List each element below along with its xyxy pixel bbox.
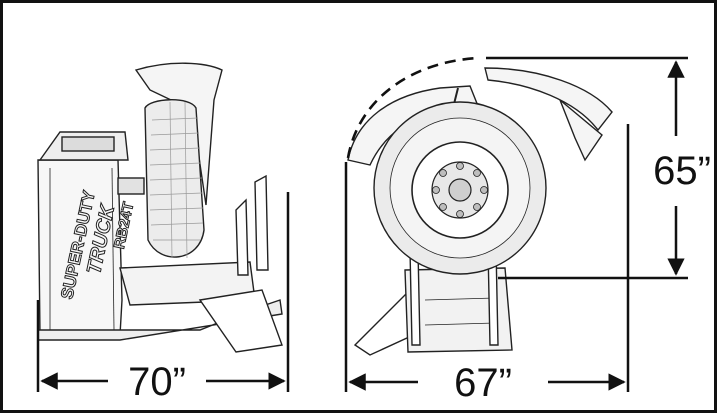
front-hood-open-arc: [346, 56, 479, 159]
side-hood: [134, 62, 223, 206]
side-ramp: [198, 289, 283, 353]
side-lift-arm-1: [235, 198, 249, 276]
front-hood-right: [484, 67, 613, 132]
side-view-machine: SUPER-DUTY TRUCK RB24T: [37, 62, 283, 353]
side-tyre-tread: [149, 101, 204, 259]
side-tyre: [144, 99, 205, 258]
front-hood-rear: [559, 99, 603, 162]
diagram-canvas: SUPER-DUTY TRUCK RB24T 70”: [36, 56, 711, 405]
side-shaft: [117, 177, 145, 195]
dimension-side-width: [36, 192, 290, 392]
side-base: [37, 299, 283, 341]
side-width-label: 70”: [128, 360, 186, 404]
front-rim-lugs: [432, 162, 488, 218]
front-rim-center: [448, 178, 472, 202]
front-view-machine: [347, 67, 613, 356]
front-width-label: 67”: [454, 361, 512, 405]
dimension-front-height: [486, 56, 688, 280]
front-height-label: 65”: [653, 149, 711, 193]
side-console-display: [61, 136, 115, 152]
front-lift-arm-left: [409, 249, 421, 346]
side-lift-arm-2: [254, 174, 269, 271]
dimension-front-width: [344, 124, 630, 392]
